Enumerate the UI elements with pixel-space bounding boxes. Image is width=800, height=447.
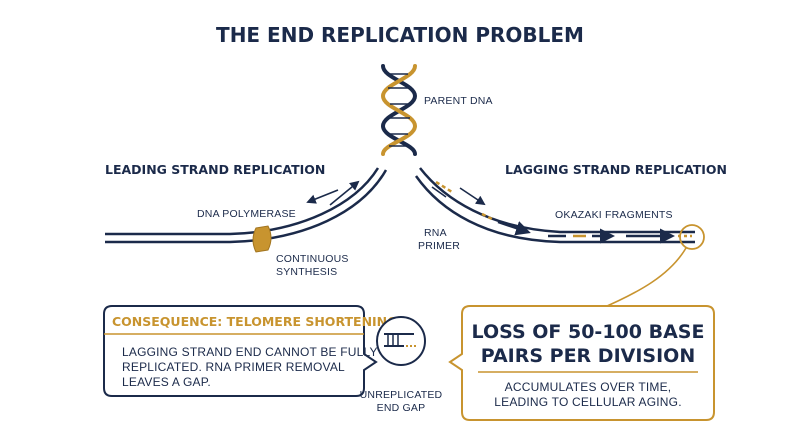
dna-polymerase-icon [252, 225, 272, 253]
rna-primer-segment [435, 180, 453, 194]
lagging-strand-heading: LAGGING STRAND REPLICATION [505, 162, 727, 177]
consequence-line-1: LAGGING STRAND END CANNOT BE FULLY [122, 345, 378, 359]
consequence-callout-box [103, 305, 378, 397]
lagging-direction-line [431, 186, 447, 198]
consequence-line-3: LEAVES A GAP. [122, 375, 211, 389]
page-title: THE END REPLICATION PROBLEM [216, 23, 584, 47]
continuous-synthesis-label-1: CONTINUOUS [276, 253, 349, 265]
rna-primer-label-1: RNA [424, 227, 447, 239]
parent-dna-helix [380, 64, 418, 156]
leading-strand [105, 167, 388, 244]
fork-direction-arrow [459, 187, 486, 206]
loss-headline-1: LOSS OF 50-100 BASE [472, 321, 705, 343]
callout-connector [597, 247, 687, 311]
end-gap-icon-circle [376, 316, 426, 366]
okazaki-fragments-label: OKAZAKI FRAGMENTS [555, 209, 673, 221]
end-gap-highlight-circle [679, 224, 705, 250]
leading-synthesis-arrow [329, 180, 360, 206]
end-gap-label-2: END GAP [377, 402, 426, 414]
consequence-line-2: REPLICATED. RNA PRIMER REMOVAL [122, 360, 345, 374]
lagging-strand [414, 167, 695, 244]
dna-polymerase-label: DNA POLYMERASE [197, 208, 296, 220]
loss-headline-2: PAIRS PER DIVISION [481, 345, 695, 367]
loss-callout-box [448, 305, 715, 421]
okazaki-fragment-arrow [497, 220, 531, 236]
rna-primer-segment [481, 212, 495, 222]
continuous-synthesis-label-2: SYNTHESIS [276, 266, 337, 278]
loss-sub-1: ACCUMULATES OVER TIME, [505, 380, 672, 394]
consequence-title: CONSEQUENCE: TELOMERE SHORTENING [112, 314, 397, 329]
loss-sub-2: LEADING TO CELLULAR AGING. [494, 395, 682, 409]
end-gap-icon [384, 333, 418, 347]
leading-direction-arrow [306, 189, 339, 204]
rna-primer-label-2: PRIMER [418, 240, 460, 252]
parent-dna-label: PARENT DNA [424, 95, 493, 107]
leading-strand-heading: LEADING STRAND REPLICATION [105, 162, 325, 177]
end-gap-label-1: UNREPLICATED [360, 389, 443, 401]
